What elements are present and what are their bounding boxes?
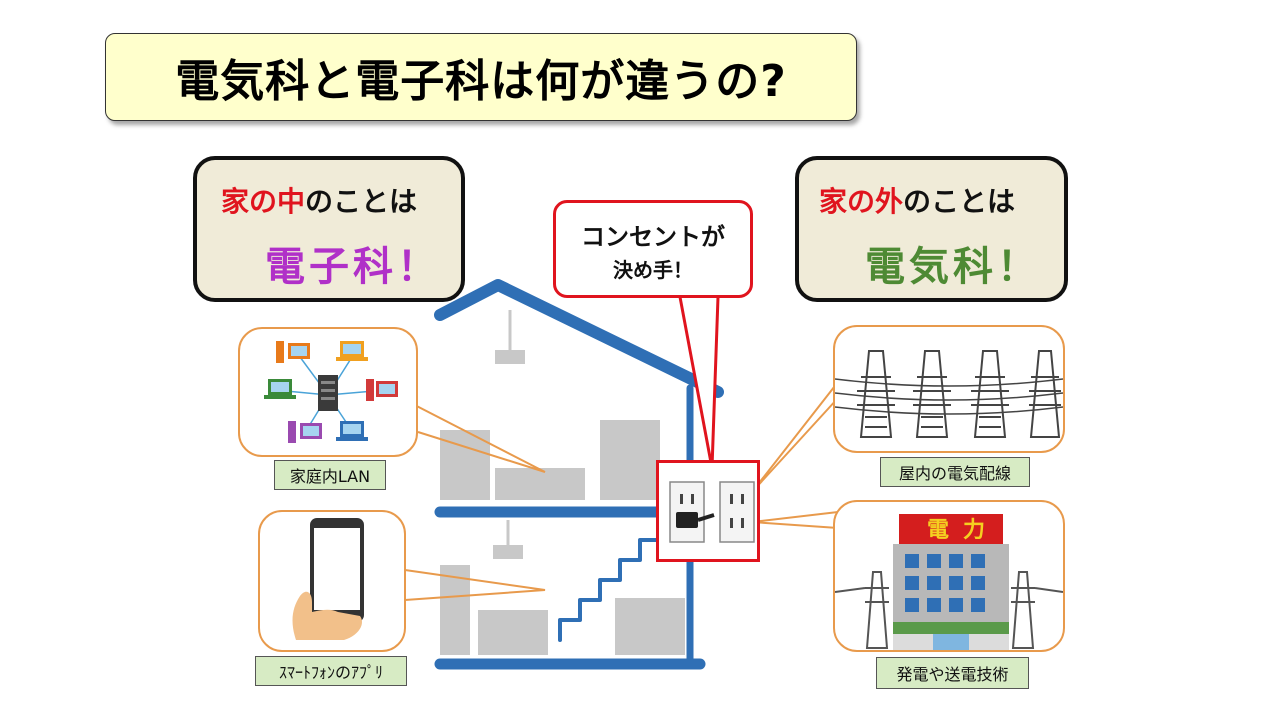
- lan-label: 家庭内LAN: [274, 460, 386, 490]
- electronics-bubble: 家の中のことは 電子科！: [193, 156, 465, 302]
- wiring-panel: [833, 325, 1065, 453]
- outlet-bubble-line1: コンセントが: [581, 223, 725, 251]
- power-sign-char2: 力: [963, 518, 985, 543]
- bubble-rest-text: のことは: [903, 185, 1016, 218]
- outside-house-text: 家の外: [819, 185, 904, 218]
- title-box: 電気科と電子科は何が違うの?: [105, 33, 857, 121]
- power-label: 発電や送電技術: [876, 657, 1029, 689]
- outlet-bubble: コンセントが 決め手！: [553, 200, 753, 298]
- inside-house-text: 家の中: [221, 185, 306, 218]
- outlet-bubble-line2: 決め手！: [613, 258, 693, 282]
- wiring-label: 屋内の電気配線: [880, 457, 1030, 487]
- bubble-rest-text: のことは: [305, 185, 418, 218]
- electrical-bubble-line1: 家の外のことは: [819, 180, 1064, 220]
- electronics-bubble-line1: 家の中のことは: [221, 180, 461, 220]
- smartphone-panel: [258, 510, 406, 652]
- power-plant-building-icon: 電 力: [834, 514, 1064, 650]
- power-tower-icon: [834, 350, 1064, 438]
- smartphone-icon: [292, 518, 364, 640]
- computer-network-icon: [264, 341, 398, 443]
- electronics-dept-text: 電子科！: [265, 244, 441, 290]
- power-sign-char1: 電: [927, 518, 949, 543]
- power-panel: 電 力: [833, 500, 1065, 652]
- electrical-bubble: 家の外のことは 電気科！: [795, 156, 1068, 302]
- lan-panel: [238, 327, 418, 457]
- page-title: 電気科と電子科は何が違うの?: [175, 56, 787, 107]
- electrical-dept-text: 電気科！: [865, 244, 1041, 290]
- power-outlet-icon: [656, 460, 760, 562]
- smartphone-label: ｽﾏｰﾄﾌｫﾝのｱﾌﾟﾘ: [255, 656, 407, 686]
